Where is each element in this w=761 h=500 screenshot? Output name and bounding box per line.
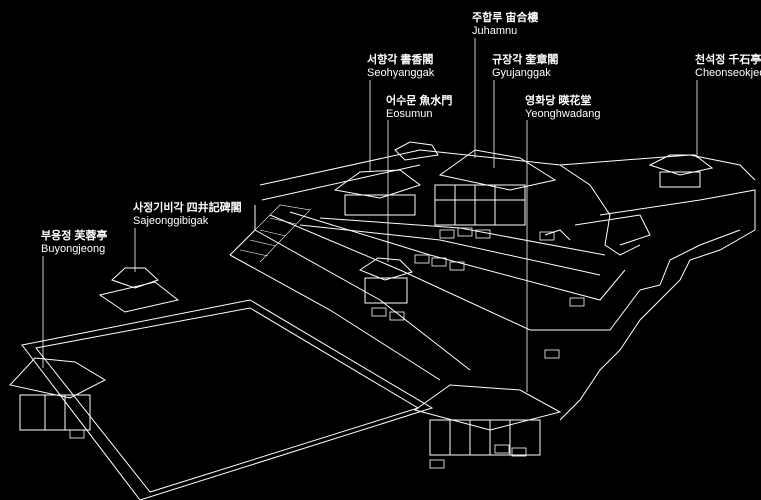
label-sajeonggibigak: 사정기비각 四井記碑閣 Sajeonggibigak <box>133 202 242 228</box>
building-cheonseokjeong <box>648 154 714 188</box>
label-ko: 사정기비각 四井記碑閣 <box>133 202 242 214</box>
label-ko: 규장각 奎章閣 <box>492 54 559 66</box>
building-yeonghwadang <box>413 384 562 456</box>
label-en: Eosumun <box>386 108 433 120</box>
steps-blocks <box>69 227 585 469</box>
label-en: Buyongjeong <box>41 243 106 255</box>
label-ko: 천석정 千石亭 <box>695 54 761 66</box>
terraces <box>229 149 756 421</box>
pond-outline <box>21 299 434 500</box>
label-ko: 서향각 書香閣 <box>367 54 434 66</box>
label-buyongjeong: 부용정 芙蓉亭 Buyongjeong <box>41 230 107 256</box>
label-juhamnu: 주합루 宙合樓 Juhamnu <box>472 12 538 38</box>
stairs <box>229 204 311 263</box>
label-gyujanggak: 규장각 奎章閣 Gyujanggak <box>492 54 558 80</box>
label-ko: 어수문 魚水門 <box>386 95 453 107</box>
building-small-rear <box>394 141 439 161</box>
building-eosumun <box>358 257 413 304</box>
leader-lines <box>42 38 698 392</box>
label-eosumun: 어수문 魚水門 Eosumun <box>386 95 452 121</box>
label-en: Sajeonggibigak <box>133 215 209 227</box>
label-yeonghwadang: 영화당 暎花堂 Yeonghwadang <box>525 95 600 121</box>
label-en: Seohyanggak <box>367 67 435 79</box>
label-ko: 주합루 宙合樓 <box>472 12 539 24</box>
building-sajeonggibigak <box>98 267 180 313</box>
label-en: Gyujanggak <box>492 67 551 79</box>
label-ko: 부용정 芙蓉亭 <box>41 230 108 242</box>
label-en: Cheonseokjeong <box>695 67 761 79</box>
label-en: Yeonghwadang <box>525 108 601 120</box>
label-seohyanggak: 서향각 書香閣 Seohyanggak <box>367 54 434 80</box>
label-cheonseokjeong: 천석정 千石亭 Cheonseokjeong <box>695 54 761 80</box>
building-seohyanggak <box>333 169 422 216</box>
building-buyongjeong <box>9 357 107 431</box>
label-en: Juhamnu <box>472 25 518 37</box>
label-ko: 영화당 暎花堂 <box>525 95 592 107</box>
building-juhamnu <box>434 149 557 226</box>
